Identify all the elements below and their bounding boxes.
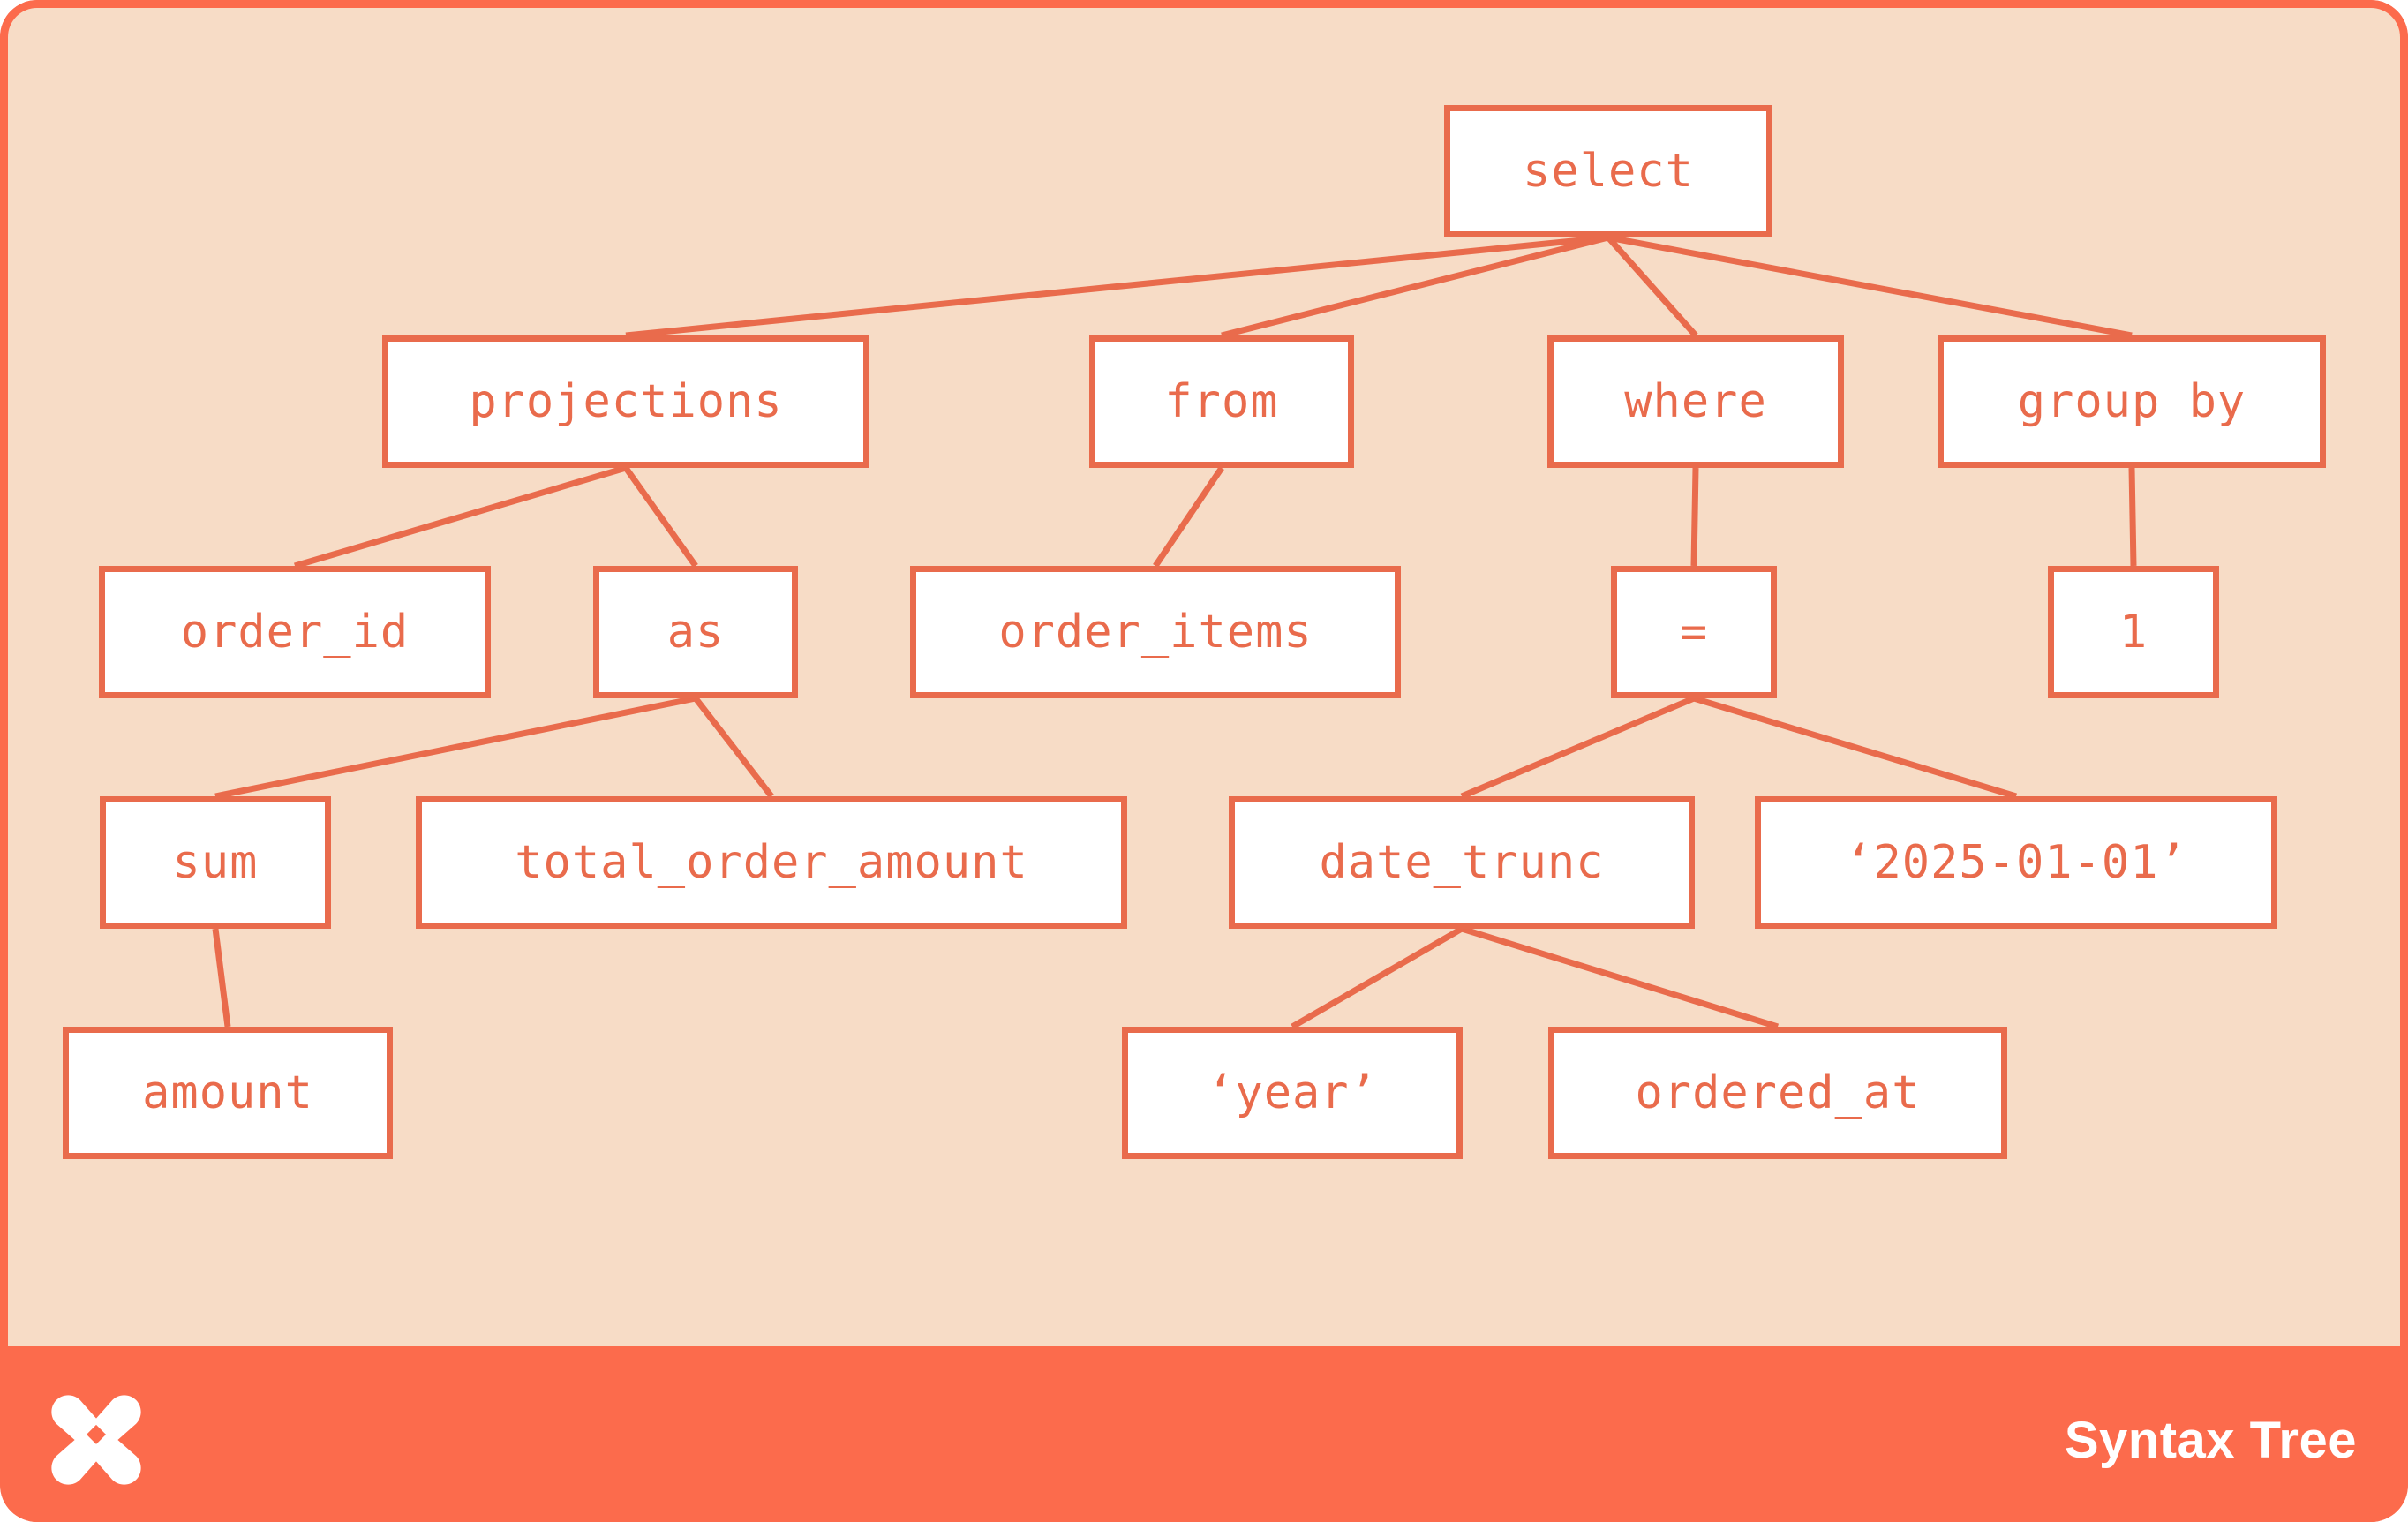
tree-edge	[1692, 695, 2018, 800]
tree-node-year_literal[interactable]: ‘year’	[1122, 1027, 1463, 1159]
butterfly-x-logo-icon	[51, 1395, 141, 1485]
tree-node-group_by[interactable]: group by	[1938, 335, 2326, 468]
tree-node-select[interactable]: select	[1444, 105, 1772, 237]
tree-edges	[212, 234, 2137, 1030]
tree-node-order_items[interactable]: order_items	[910, 566, 1401, 698]
tree-edge	[1460, 925, 1780, 1030]
tree-edge	[214, 695, 696, 800]
footer-title: Syntax Tree	[2064, 1412, 2357, 1469]
tree-node-one[interactable]: 1	[2048, 566, 2219, 698]
tree-edge	[2128, 467, 2137, 567]
tree-edge	[1690, 467, 1699, 567]
tree-node-total_order_amount[interactable]: total_order_amount	[416, 796, 1127, 929]
tree-node-order_id[interactable]: order_id	[99, 566, 491, 698]
tree-edge	[625, 234, 1609, 339]
tree-edge	[1153, 466, 1224, 568]
tree-node-from[interactable]: from	[1089, 335, 1354, 468]
tree-canvas: select projections from where group by order_…	[0, 0, 2408, 1346]
tree-edge	[212, 928, 231, 1028]
tree-edge	[1606, 235, 1698, 338]
tree-node-date_trunc[interactable]: date_trunc	[1229, 796, 1695, 929]
tree-edge	[294, 464, 627, 569]
tree-node-ordered_at[interactable]: ordered_at	[1548, 1027, 2007, 1159]
tree-node-sum[interactable]: sum	[100, 796, 331, 929]
tree-node-amount[interactable]: amount	[63, 1027, 393, 1159]
tree-node-eq[interactable]: =	[1611, 566, 1777, 698]
tree-edge	[1607, 234, 2133, 339]
tree-edge	[693, 696, 774, 799]
tree-node-where[interactable]: where	[1547, 335, 1844, 468]
tree-node-date_literal[interactable]: ‘2025-01-01’	[1755, 796, 2277, 929]
tree-edge	[1460, 695, 1696, 800]
tree-edge	[623, 465, 698, 569]
footer-bar	[0, 1346, 2408, 1522]
tree-edge	[1221, 234, 1609, 339]
tree-edge	[1291, 925, 1464, 1030]
tree-node-as[interactable]: as	[593, 566, 798, 698]
tree-node-projections[interactable]: projections	[382, 335, 869, 468]
